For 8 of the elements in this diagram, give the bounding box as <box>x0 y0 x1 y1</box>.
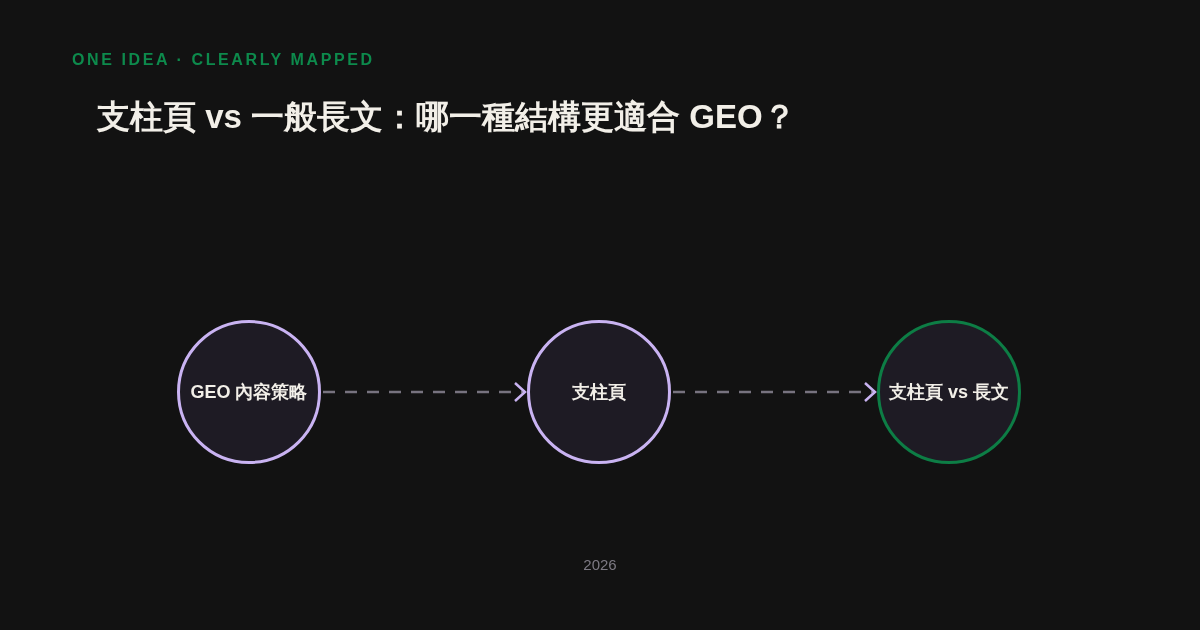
node-label: 支柱頁 vs 長文 <box>889 381 1009 404</box>
dashed-arrow <box>323 381 527 403</box>
node-label: 支柱頁 <box>572 381 626 404</box>
eyebrow-text: ONE IDEA · CLEARLY MAPPED <box>72 51 375 69</box>
node-label: GEO 內容策略 <box>190 381 308 404</box>
dashed-arrow <box>673 381 877 403</box>
footer-text: 2026 <box>582 556 618 573</box>
title: 支柱頁 vs 一般長文：哪一種結構更適合 GEO？ <box>97 97 796 137</box>
